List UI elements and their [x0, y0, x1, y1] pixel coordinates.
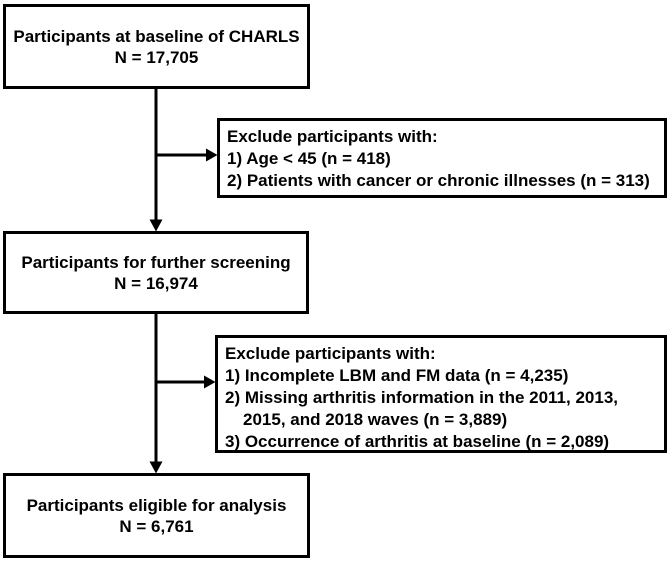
- node-exclusion1-item: 2) Patients with cancer or chronic illne…: [227, 171, 650, 190]
- node-exclusion2-item: 2) Missing arthritis information in the …: [225, 388, 619, 429]
- node-exclusion1-title: Exclude participants with:: [227, 127, 438, 146]
- arrow-baseline-to-screening: [149, 88, 163, 232]
- node-baseline-count: N = 17,705: [114, 47, 199, 67]
- node-eligible-count: N = 6,761: [119, 516, 194, 536]
- node-eligible-label: Participants eligible for analysis: [26, 495, 287, 515]
- node-exclusion1-item: 1) Age < 45 (n = 418): [227, 149, 391, 168]
- node-screening-count: N = 16,974: [114, 273, 198, 293]
- node-baseline: Participants at baseline of CHARLS N = 1…: [3, 4, 310, 89]
- node-exclusion2: Exclude participants with: 1) Incomplete…: [215, 335, 667, 453]
- node-eligible: Participants eligible for analysis N = 6…: [3, 473, 310, 558]
- node-exclusion2-item: 3) Occurrence of arthritis at baseline (…: [225, 432, 610, 451]
- node-exclusion2-title: Exclude participants with:: [225, 344, 436, 363]
- arrow-branch-to-exclusion1: [154, 148, 218, 162]
- node-screening: Participants for further screening N = 1…: [3, 231, 309, 314]
- node-screening-label: Participants for further screening: [21, 252, 291, 272]
- node-exclusion1: Exclude participants with: 1) Age < 45 (…: [217, 118, 667, 198]
- arrow-screening-to-eligible: [149, 313, 163, 474]
- node-exclusion2-item: 1) Incomplete LBM and FM data (n = 4,235…: [225, 366, 569, 385]
- node-baseline-label: Participants at baseline of CHARLS: [13, 26, 300, 46]
- arrow-branch-to-exclusion2: [154, 375, 216, 389]
